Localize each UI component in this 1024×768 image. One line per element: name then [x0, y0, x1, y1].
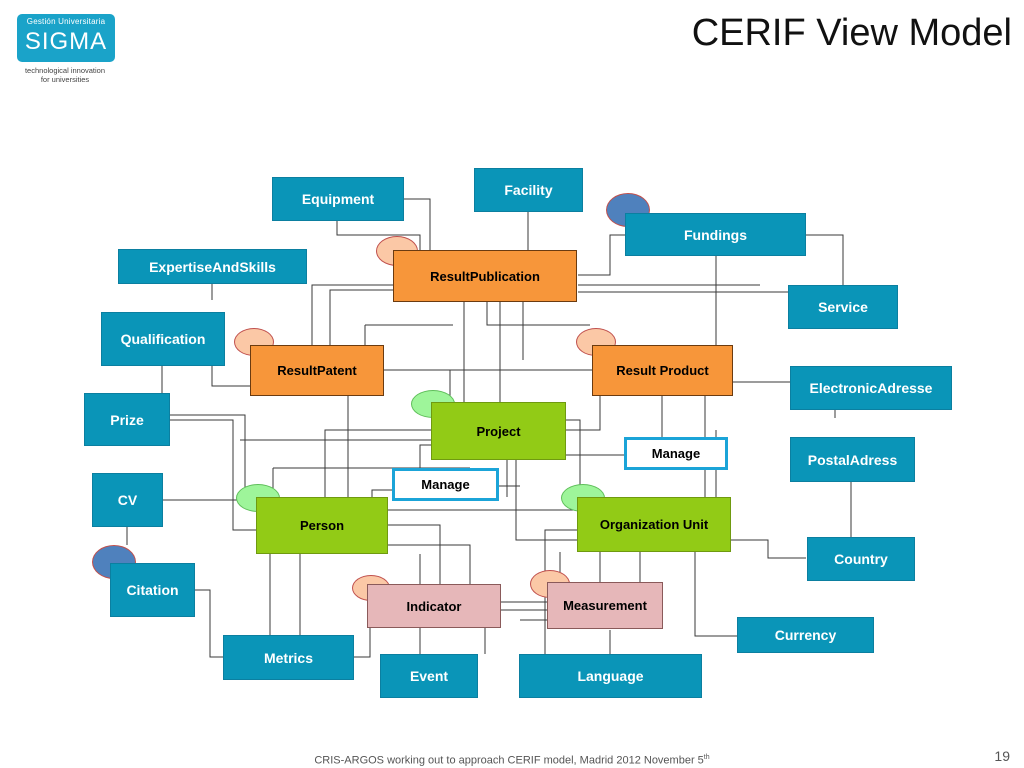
manage-relation-person[interactable]: Manage [392, 468, 499, 501]
logo-tagline: technological innovation for universitie… [8, 66, 122, 84]
entity-measurement[interactable]: Measurement [547, 582, 663, 629]
slide-footer: CRIS-ARGOS working out to approach CERIF… [0, 754, 1024, 767]
footer-superscript: th [703, 754, 710, 761]
entity-fundings[interactable]: Fundings [625, 213, 806, 256]
entity-qualification[interactable]: Qualification [101, 312, 225, 366]
entity-postal-address[interactable]: PostalAdress [790, 437, 915, 482]
entity-electronic-address[interactable]: ElectronicAdresse [790, 366, 952, 410]
entity-cv[interactable]: CV [92, 473, 163, 527]
sigma-logo: Gestión Universitaria SIGMA [17, 14, 115, 62]
entity-result-patent[interactable]: ResultPatent [250, 345, 384, 396]
logo-big-text: SIGMA [24, 28, 108, 55]
logo-tagline-line-2: for universities [40, 75, 90, 84]
entity-country[interactable]: Country [807, 537, 915, 581]
entity-currency[interactable]: Currency [737, 617, 874, 653]
slide-title: CERIF View Model [691, 12, 1012, 54]
entity-person[interactable]: Person [256, 497, 388, 554]
entity-metrics[interactable]: Metrics [223, 635, 354, 680]
entity-facility[interactable]: Facility [474, 168, 583, 212]
entity-citation[interactable]: Citation [110, 563, 195, 617]
footer-text: CRIS-ARGOS working out to approach CERIF… [314, 754, 704, 767]
entity-project[interactable]: Project [431, 402, 566, 460]
entity-organization-unit[interactable]: Organization Unit [577, 497, 731, 552]
logo-small-text: Gestión Universitaria [26, 17, 106, 26]
entity-event[interactable]: Event [380, 654, 478, 698]
entity-prize[interactable]: Prize [84, 393, 170, 446]
entity-result-publication[interactable]: ResultPublication [393, 250, 577, 302]
entity-service[interactable]: Service [788, 285, 898, 329]
entity-equipment[interactable]: Equipment [272, 177, 404, 221]
manage-relation-organization[interactable]: Manage [624, 437, 728, 470]
logo-tagline-line-1: technological innovation [24, 66, 106, 75]
entity-language[interactable]: Language [519, 654, 702, 698]
entity-result-product[interactable]: Result Product [592, 345, 733, 396]
entity-indicator[interactable]: Indicator [367, 584, 501, 628]
entity-expertise-and-skills[interactable]: ExpertiseAndSkills [118, 249, 307, 284]
page-number: 19 [994, 748, 1010, 764]
